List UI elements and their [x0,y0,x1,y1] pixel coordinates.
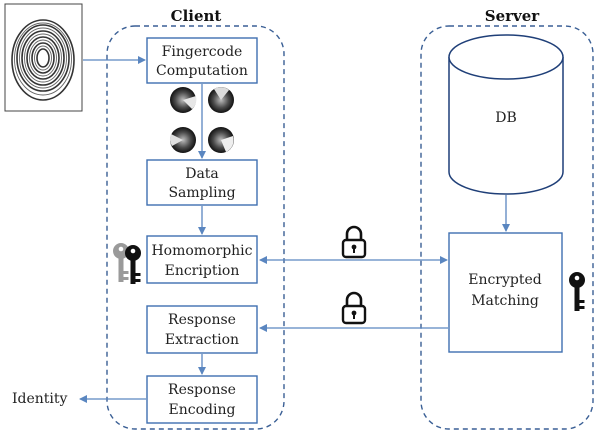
data-sampling-label-1: Data [185,166,219,182]
response-encoding-label-1: Response [168,382,236,398]
fingercode-computation-label-1: Fingercode [162,44,243,60]
client-title: Client [171,7,222,25]
padlock-icon [341,291,367,325]
data-sampling-box [146,159,258,206]
fingercode-computation-box [146,37,258,84]
encrypted-matching-label-1: Encrypted [468,272,542,288]
response-extraction-box [146,305,258,354]
homomorphic-encryption-label-2: Encription [165,263,240,279]
response-encoding-label-2: Encoding [169,402,236,418]
padlock-icon [341,225,367,259]
encrypted-matching-label-2: Matching [471,293,539,309]
homomorphic-encryption-label-1: Homomorphic [151,243,252,259]
server-title: Server [485,7,541,25]
fingerprint-image [4,3,83,112]
homomorphic-encryption-box [146,235,258,284]
fingercode-disc-icon [169,87,234,153]
key-pair-icon [113,243,141,284]
response-extraction-label-1: Response [168,312,236,328]
response-encoding-box [146,375,258,424]
fingercode-computation-label-2: Computation [156,63,248,79]
identity-label: Identity [12,391,68,407]
db-cylinder [448,34,564,195]
client-region [106,25,285,430]
key-icon [569,272,585,311]
response-extraction-label-2: Extraction [165,332,239,348]
db-label: DB [495,110,517,126]
encrypted-matching-box [448,232,563,353]
server-region [420,25,594,430]
data-sampling-label-2: Sampling [168,185,235,201]
